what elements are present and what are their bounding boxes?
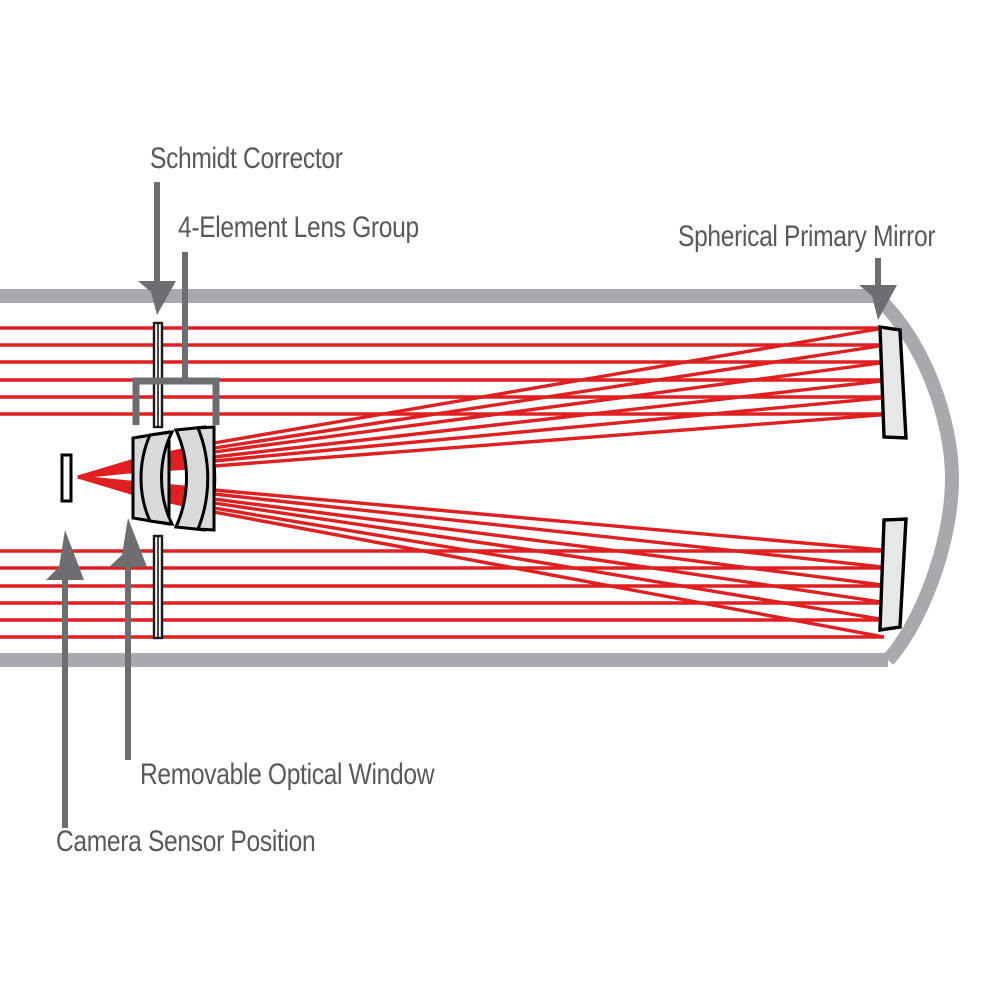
label-camera-sensor-position: Camera Sensor Position: [56, 824, 315, 858]
lens-group-assembly: [131, 425, 217, 532]
leader-lines: [46, 182, 897, 828]
tube-wall-curved-back: [871, 290, 960, 665]
primary-mirror-upper: [878, 325, 908, 440]
camera-sensor: [60, 453, 73, 503]
reflected-rays-lower-to-lens: [213, 488, 894, 639]
reflected-rays-upper-to-lens: [213, 326, 894, 468]
lens-element-4: [195, 425, 216, 532]
label-removable-optical-window: Removable Optical Window: [140, 757, 435, 791]
leader-removable-optical-window: [109, 518, 147, 760]
optical-window: [152, 534, 164, 640]
label-schmidt-corrector: Schmidt Corrector: [150, 141, 343, 175]
lens-group-bracket: [132, 377, 220, 425]
labels-layer: Schmidt Corrector 4-Element Lens Group S…: [56, 141, 936, 858]
leader-schmidt-corrector: [138, 182, 176, 315]
tube-wall-bottom: [0, 653, 888, 667]
leader-spherical-primary-mirror: [859, 258, 897, 320]
corrector-plate-upper: [152, 321, 164, 429]
label-spherical-primary-mirror: Spherical Primary Mirror: [678, 219, 935, 253]
label-four-element-lens-group: 4-Element Lens Group: [178, 210, 419, 244]
telescope-tube: [0, 289, 960, 667]
lens-element-2: [139, 430, 175, 526]
tube-wall-top: [0, 289, 878, 303]
leader-camera-sensor-position: [46, 530, 84, 828]
incoming-rays-lower: [0, 549, 893, 639]
primary-mirror-lower: [878, 517, 908, 632]
ray-bundle: [0, 326, 894, 639]
